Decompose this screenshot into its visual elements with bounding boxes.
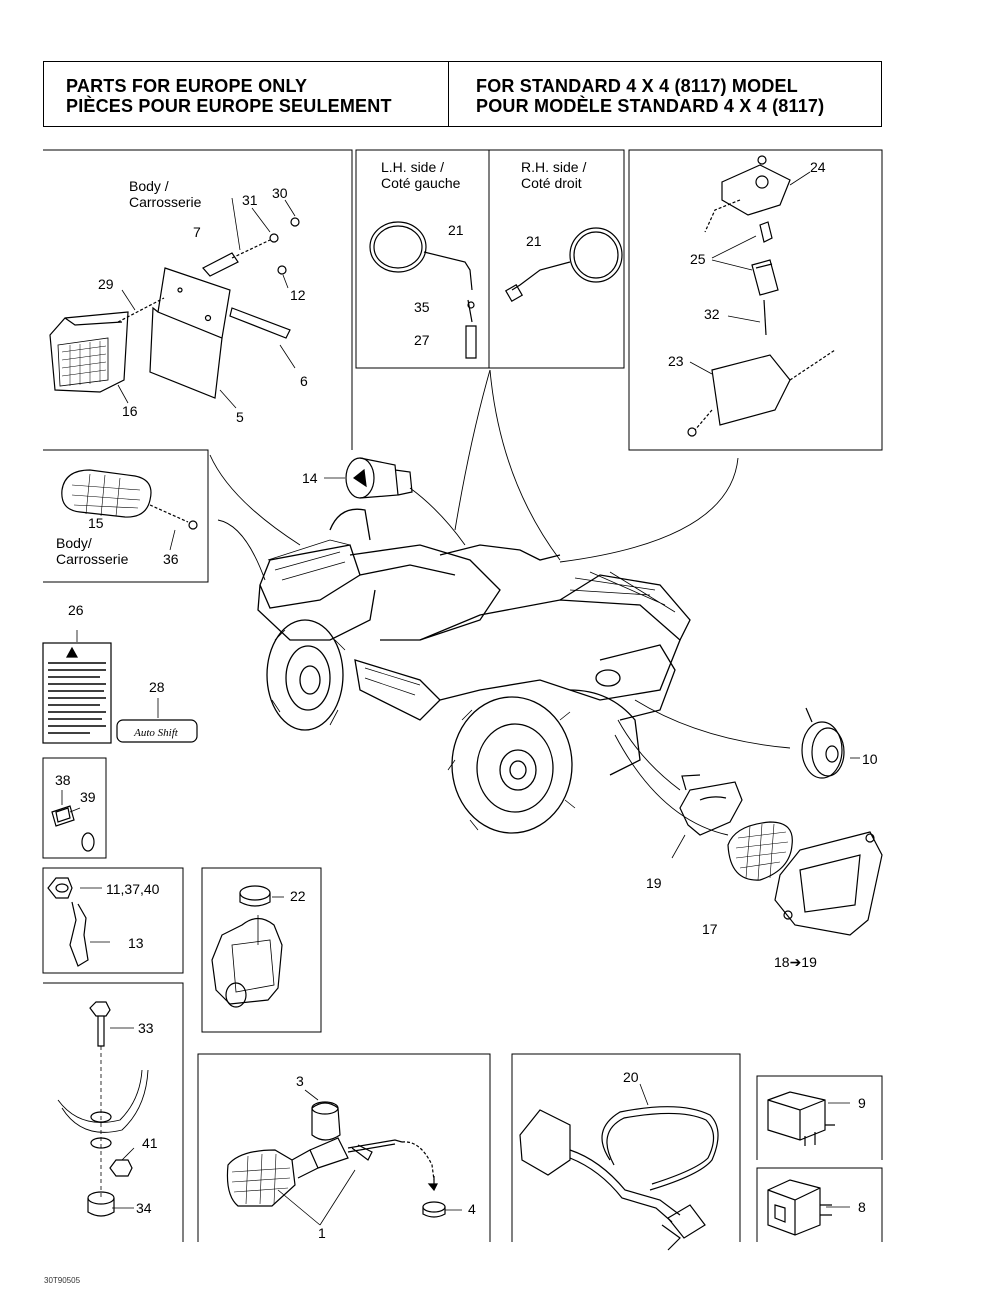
callout-6: 6 <box>300 373 308 389</box>
callout-39: 39 <box>80 789 96 805</box>
autoshift-decal: Auto Shift <box>116 698 198 743</box>
frame-carburetor <box>201 867 322 1033</box>
clip-group <box>51 790 95 852</box>
label-rh-side: R.H. side / <box>521 159 586 175</box>
nut-and-tie <box>47 877 110 967</box>
fastener-stack <box>57 1001 149 1217</box>
header-right-line2: POUR MODÈLE STANDARD 4 X 4 (8117) <box>476 96 825 116</box>
header-right-line1: FOR STANDARD 4 X 4 (8117) MODEL <box>476 76 798 96</box>
label-carrosserie-1: Carrosserie <box>129 194 202 210</box>
callout-10: 10 <box>862 751 878 767</box>
text-labels: Body / Carrosserie Body/ Carrosserie L.H… <box>56 159 586 567</box>
carburetor <box>211 885 284 1008</box>
callout-32: 32 <box>704 306 720 322</box>
callout-12: 12 <box>290 287 306 303</box>
callout-31: 31 <box>242 192 258 208</box>
callout-28: 28 <box>149 679 165 695</box>
header-left: PARTS FOR EUROPE ONLY PIÈCES POUR EUROPE… <box>66 76 392 116</box>
warning-decal <box>42 630 112 744</box>
callout-16: 16 <box>122 403 138 419</box>
callout-21-left: 21 <box>448 222 464 238</box>
frame-nut-tie <box>42 867 184 974</box>
header-right: FOR STANDARD 4 X 4 (8117) MODEL POUR MOD… <box>476 76 824 116</box>
label-lh-side: L.H. side / <box>381 159 444 175</box>
license-leaders <box>117 197 296 409</box>
header-divider <box>448 62 449 126</box>
label-body-1: Body / <box>129 178 169 194</box>
callout-29: 29 <box>98 276 114 292</box>
header-left-line2: PIÈCES POUR EUROPE SEULEMENT <box>66 96 392 116</box>
header-left-line1: PARTS FOR EUROPE ONLY <box>66 76 308 96</box>
horn <box>801 707 860 779</box>
callout-14: 14 <box>302 470 318 486</box>
indicator-14 <box>324 457 413 499</box>
callout-23: 23 <box>668 353 684 369</box>
decal-brand: Auto Shift <box>133 727 179 739</box>
wiring-harness <box>519 1083 719 1251</box>
mirror-left <box>369 221 477 359</box>
callout-41: 41 <box>142 1135 158 1151</box>
callout-36: 36 <box>163 551 179 567</box>
frame-license-light <box>43 149 353 450</box>
callout-1: 1 <box>318 1225 326 1241</box>
callout-19: 19 <box>646 875 662 891</box>
frame-clips <box>42 757 107 859</box>
callout-3: 3 <box>296 1073 304 1089</box>
atv-vehicle <box>209 369 791 836</box>
label-carrosserie-2: Carrosserie <box>56 551 129 567</box>
callout-25: 25 <box>690 251 706 267</box>
frame-fasteners <box>43 982 184 1242</box>
callout-24: 24 <box>810 159 826 175</box>
callout-20: 20 <box>623 1069 639 1085</box>
frame-ignition <box>628 149 883 451</box>
callout-34: 34 <box>136 1200 152 1216</box>
callout-13: 13 <box>128 935 144 951</box>
header-box: PARTS FOR EUROPE ONLY PIÈCES POUR EUROPE… <box>43 61 882 127</box>
frame-harness <box>511 1053 741 1242</box>
callout-27: 27 <box>414 332 430 348</box>
frame-relay-9 <box>756 1075 883 1160</box>
callout-22: 22 <box>290 888 306 904</box>
frame-turn-signal <box>197 1053 491 1242</box>
label-body-2: Body/ <box>56 535 92 551</box>
side-marker <box>61 469 198 551</box>
ignition-group <box>687 155 836 437</box>
callout-18-19: 18➔19 <box>774 954 817 970</box>
headlight-bracket <box>671 774 743 859</box>
callout-numbers: 1 3 4 5 6 7 8 9 10 11,37,40 12 13 14 15 … <box>55 159 878 1241</box>
relay-8 <box>767 1179 850 1236</box>
callout-33: 33 <box>138 1020 154 1036</box>
headlight <box>727 821 883 936</box>
frame-side-marker <box>43 449 209 583</box>
callout-30: 30 <box>272 185 288 201</box>
turn-signal <box>226 1089 462 1226</box>
frame-rh-mirror <box>488 149 625 369</box>
label-cote-gauche: Coté gauche <box>381 175 461 191</box>
label-cote-droit: Coté droit <box>521 175 582 191</box>
ignition-leaders <box>689 171 811 375</box>
frame-relay-8 <box>756 1167 883 1242</box>
callout-17: 17 <box>702 921 718 937</box>
tail-light <box>49 311 129 393</box>
callout-15: 15 <box>88 515 104 531</box>
callout-11-37-40: 11,37,40 <box>106 881 160 897</box>
callout-4: 4 <box>468 1201 476 1217</box>
relay-9 <box>767 1091 850 1146</box>
callout-35: 35 <box>414 299 430 315</box>
callout-8: 8 <box>858 1199 866 1215</box>
callout-21-right: 21 <box>526 233 542 249</box>
drawing-code: 30T90505 <box>44 1276 81 1285</box>
callout-7: 7 <box>193 224 201 240</box>
callout-26: 26 <box>68 602 84 618</box>
callout-5: 5 <box>236 409 244 425</box>
callout-38: 38 <box>55 772 71 788</box>
callout-9: 9 <box>858 1095 866 1111</box>
license-bracket <box>117 217 300 399</box>
mirror-right <box>504 227 623 303</box>
